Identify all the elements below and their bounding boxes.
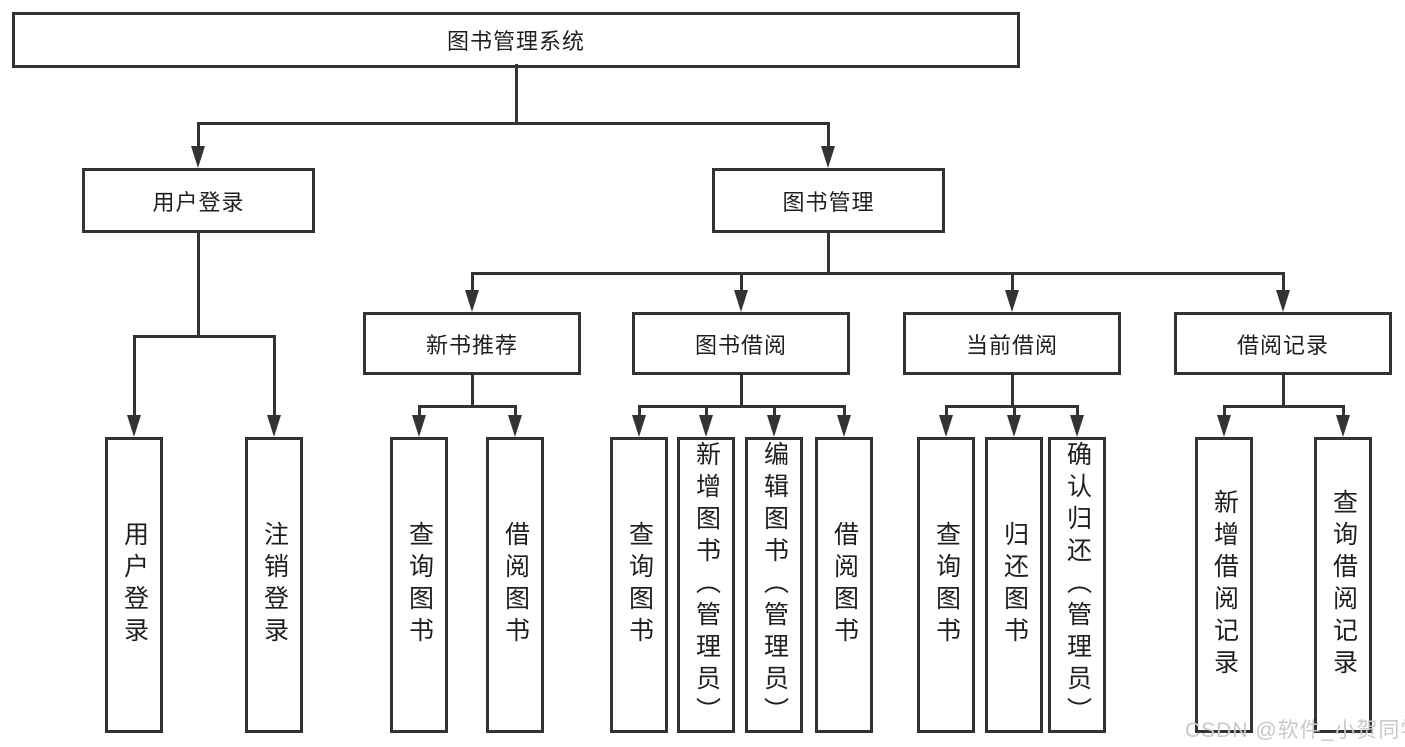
leaf-borrow-books-newbook: 借阅图书 <box>486 437 544 733</box>
leaf-logout-label: 注销登录 <box>260 521 289 649</box>
node-user-login: 用户登录 <box>82 168 315 233</box>
node-book-mgmt-label: 图书管理 <box>782 189 875 215</box>
connector-drop-leaf <box>514 405 517 419</box>
connector-drop-current-borrow <box>1011 272 1014 294</box>
connector-borrow-records-stub <box>1282 372 1285 408</box>
arrowhead-down-icon <box>465 290 479 312</box>
leaf-query-books-label: 查询图书 <box>625 521 654 649</box>
node-book-borrow: 图书借阅 <box>632 312 850 375</box>
connector-current-borrow-bar <box>945 405 1079 408</box>
leaf-edit-book-admin: 编辑图书（管理员） <box>745 437 803 733</box>
leaf-user-login-label: 用户登录 <box>120 521 149 649</box>
leaf-query-books-label: 查询图书 <box>405 521 434 649</box>
arrowhead-down-icon <box>508 415 522 437</box>
connector-book-borrow-stub <box>740 372 743 408</box>
connector-book-borrow-bar <box>638 405 846 408</box>
connector-login-bar <box>133 335 276 338</box>
connector-drop-leaf <box>1342 405 1345 419</box>
connector-new-book-stub <box>471 372 474 408</box>
leaf-edit-book-admin-label: 编辑图书（管理员） <box>760 441 789 729</box>
node-current-borrow: 当前借阅 <box>903 312 1121 375</box>
node-borrow-records: 借阅记录 <box>1174 312 1392 375</box>
connector-drop-leaf <box>773 405 776 419</box>
arrowhead-down-icon <box>939 415 953 437</box>
leaf-borrow-books-label: 借阅图书 <box>830 521 859 649</box>
connector-root-stub <box>515 64 518 122</box>
leaf-add-borrow-record: 新增借阅记录 <box>1195 437 1253 733</box>
connector-user-login-stub <box>197 230 200 338</box>
arrowhead-down-icon <box>821 146 835 168</box>
leaf-query-books-borrow: 查询图书 <box>610 437 668 733</box>
arrowhead-down-icon <box>1336 415 1350 437</box>
connector-drop-leaf <box>273 335 276 419</box>
leaf-return-book: 归还图书 <box>985 437 1043 733</box>
node-book-mgmt: 图书管理 <box>712 168 945 233</box>
connector-book-mgmt-stub <box>827 230 830 275</box>
node-user-login-label: 用户登录 <box>152 189 245 215</box>
connector-drop-leaf <box>843 405 846 419</box>
arrowhead-down-icon <box>632 415 646 437</box>
leaf-add-book-admin: 新增图书（管理员） <box>677 437 735 733</box>
leaf-return-book-label: 归还图书 <box>1000 521 1029 649</box>
leaf-logout: 注销登录 <box>245 437 303 733</box>
leaf-query-borrow-record: 查询借阅记录 <box>1314 437 1372 733</box>
connector-drop-leaf <box>1076 405 1079 419</box>
arrowhead-down-icon <box>837 415 851 437</box>
arrowhead-down-icon <box>412 415 426 437</box>
connector-drop-leaf <box>638 405 641 419</box>
leaf-query-borrow-record-label: 查询借阅记录 <box>1329 489 1358 681</box>
connector-level3-bar <box>471 272 1285 275</box>
leaf-confirm-return-admin: 确认归还（管理员） <box>1048 437 1106 733</box>
connector-drop-user-login <box>197 122 200 152</box>
arrowhead-down-icon <box>1217 415 1231 437</box>
connector-drop-book-borrow <box>740 272 743 294</box>
node-new-book-label: 新书推荐 <box>425 332 518 358</box>
arrowhead-down-icon <box>1276 290 1290 312</box>
arrowhead-down-icon <box>734 290 748 312</box>
leaf-query-books-label: 查询图书 <box>932 521 961 649</box>
leaf-user-login: 用户登录 <box>105 437 163 733</box>
leaf-borrow-books-label: 借阅图书 <box>501 521 530 649</box>
connector-level2-bar <box>197 122 830 125</box>
connector-current-borrow-stub <box>1011 372 1014 408</box>
leaf-add-borrow-record-label: 新增借阅记录 <box>1210 489 1239 681</box>
leaf-query-books-newbook: 查询图书 <box>390 437 448 733</box>
connector-new-book-bar <box>418 405 517 408</box>
connector-drop-leaf <box>418 405 421 419</box>
connector-drop-new-book <box>471 272 474 294</box>
node-current-borrow-label: 当前借阅 <box>965 332 1058 358</box>
node-book-borrow-label: 图书借阅 <box>694 332 787 358</box>
arrowhead-down-icon <box>127 415 141 437</box>
arrowhead-down-icon <box>1007 415 1021 437</box>
arrowhead-down-icon <box>767 415 781 437</box>
connector-borrow-records-bar <box>1223 405 1345 408</box>
leaf-confirm-return-admin-label: 确认归还（管理员） <box>1063 441 1092 729</box>
connector-drop-book-mgmt <box>827 122 830 152</box>
connector-drop-leaf <box>1223 405 1226 419</box>
connector-drop-borrow-records <box>1282 272 1285 294</box>
node-root-label: 图书管理系统 <box>446 29 585 54</box>
arrowhead-down-icon <box>267 415 281 437</box>
connector-drop-leaf <box>1013 405 1016 419</box>
csdn-watermark: CSDN @软件_小贺同学 <box>1185 719 1405 742</box>
arrowhead-down-icon <box>191 146 205 168</box>
leaf-borrow-books-borrow: 借阅图书 <box>815 437 873 733</box>
node-borrow-records-label: 借阅记录 <box>1236 332 1329 358</box>
connector-drop-leaf <box>705 405 708 419</box>
arrowhead-down-icon <box>1070 415 1084 437</box>
connector-drop-leaf <box>133 335 136 419</box>
arrowhead-down-icon <box>1005 290 1019 312</box>
leaf-add-book-admin-label: 新增图书（管理员） <box>692 441 721 729</box>
leaf-query-books-current: 查询图书 <box>917 437 975 733</box>
connector-drop-leaf <box>945 405 948 419</box>
node-root: 图书管理系统 <box>12 12 1020 68</box>
node-new-book-recommend: 新书推荐 <box>363 312 581 375</box>
arrowhead-down-icon <box>699 415 713 437</box>
